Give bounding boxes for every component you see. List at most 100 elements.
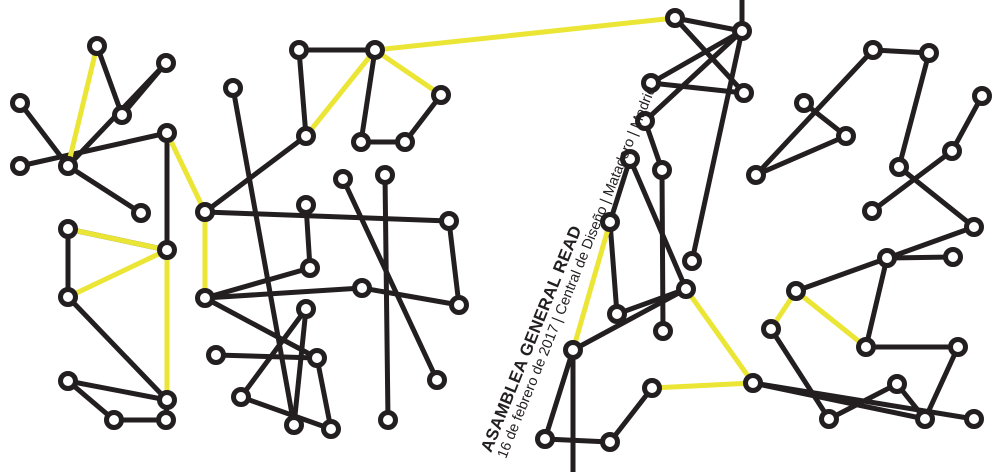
edge-black	[672, 15, 745, 34]
network-node	[307, 348, 327, 368]
edge-yellow	[570, 219, 613, 353]
network-node	[157, 390, 177, 410]
edge-black	[896, 50, 932, 170]
network-node	[535, 429, 555, 449]
network-node	[365, 40, 385, 60]
edge-black	[238, 394, 334, 432]
network-node	[58, 287, 78, 307]
edge-black	[648, 80, 747, 96]
edge-black	[607, 156, 633, 225]
edge-yellow	[164, 130, 208, 215]
network-node	[836, 126, 856, 146]
edge-black	[340, 176, 440, 383]
edge-black	[358, 47, 378, 145]
network-node	[431, 85, 451, 105]
network-node	[231, 387, 251, 407]
edge-black	[291, 306, 309, 428]
edge-black	[202, 295, 320, 361]
edge-black	[65, 163, 144, 216]
network-node	[296, 299, 316, 319]
edge-black	[202, 285, 365, 301]
network-node	[206, 345, 226, 365]
network-node	[600, 212, 620, 232]
network-node	[743, 373, 763, 393]
edge-black	[202, 133, 309, 215]
edge-black	[768, 326, 832, 422]
network-node	[156, 410, 176, 430]
edge-black	[303, 202, 313, 271]
network-node	[395, 132, 415, 152]
network-node	[786, 281, 806, 301]
network-node	[195, 202, 215, 222]
edge-black	[642, 28, 745, 124]
network-node	[877, 248, 897, 268]
network-node	[195, 288, 215, 308]
yellow-edges	[65, 15, 869, 403]
edge-yellow	[649, 380, 756, 391]
network-node	[794, 93, 814, 113]
network-node	[676, 279, 696, 299]
edge-black	[382, 172, 391, 423]
network-node	[563, 340, 583, 360]
edge-black	[446, 218, 462, 308]
network-node	[948, 337, 968, 357]
edge-black	[607, 385, 655, 445]
edge-black	[896, 164, 977, 230]
network-node	[734, 83, 754, 103]
network-node	[378, 410, 398, 430]
black-edges	[17, 0, 985, 472]
network-node	[104, 410, 124, 430]
network-node	[296, 126, 316, 146]
edge-black	[359, 285, 462, 308]
network-node	[862, 201, 882, 221]
nodes	[10, 8, 992, 452]
network-node	[439, 211, 459, 231]
edge-black	[750, 380, 928, 422]
edge-black	[94, 43, 125, 118]
network-node	[915, 409, 935, 429]
edge-black	[863, 255, 890, 350]
network-node	[333, 169, 353, 189]
edge-black	[627, 156, 689, 292]
network-node	[131, 203, 151, 223]
edge-yellow	[683, 286, 756, 386]
network-node	[449, 295, 469, 315]
network-node	[653, 321, 673, 341]
edge-black	[296, 47, 309, 139]
edge-black	[65, 378, 170, 403]
network-node	[321, 419, 341, 439]
network-node	[889, 157, 909, 177]
network-node	[296, 195, 316, 215]
edge-black	[884, 254, 956, 261]
network-node	[746, 165, 766, 185]
edge-black	[314, 355, 334, 432]
edge-black	[659, 167, 666, 334]
network-node	[863, 40, 883, 60]
network-node	[58, 219, 78, 239]
network-node	[635, 111, 655, 131]
network-node	[289, 40, 309, 60]
edge-black	[648, 28, 745, 86]
network-node	[682, 251, 702, 271]
edge-black	[753, 133, 849, 178]
edge-yellow	[372, 15, 678, 53]
network-node	[223, 78, 243, 98]
edge-black	[542, 347, 576, 442]
edge-black	[607, 219, 620, 317]
edge-black	[17, 130, 170, 169]
network-node	[600, 432, 620, 452]
network-node	[761, 319, 781, 339]
network-node	[300, 258, 320, 278]
network-node	[352, 278, 372, 298]
network-node	[972, 86, 992, 106]
network-node	[58, 371, 78, 391]
edge-black	[689, 28, 745, 264]
network-node	[284, 415, 304, 435]
network-node	[607, 304, 627, 324]
network-node	[942, 141, 962, 161]
edge-yellow	[65, 226, 170, 253]
network-node	[964, 409, 984, 429]
edge-black	[949, 93, 985, 154]
network-node	[665, 8, 685, 28]
